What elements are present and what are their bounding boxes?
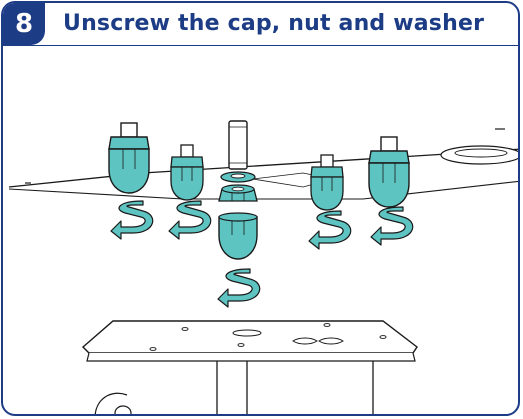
cap-nut-2 bbox=[171, 145, 203, 200]
header-divider bbox=[3, 45, 518, 46]
unscrew-arrow-3 bbox=[218, 269, 260, 307]
unscrew-arrow-1 bbox=[111, 201, 153, 239]
unscrew-arrow-2 bbox=[169, 201, 211, 239]
washer bbox=[221, 172, 255, 182]
assembly-illustration bbox=[3, 3, 520, 416]
cap-nut-4 bbox=[311, 155, 343, 210]
cap-nut-5 bbox=[369, 137, 409, 207]
unscrew-arrow-4 bbox=[309, 211, 351, 249]
step-number-badge: 8 bbox=[3, 3, 45, 45]
exposed-bolt bbox=[229, 121, 247, 169]
hex-nut bbox=[219, 185, 257, 201]
step-title: Unscrew the cap, nut and washer bbox=[63, 11, 484, 36]
lower-stand bbox=[83, 321, 417, 416]
upper-plate bbox=[9, 129, 520, 199]
cap-nut-1 bbox=[109, 123, 149, 193]
cap-nut-3 bbox=[219, 213, 257, 259]
unscrew-arrow-5 bbox=[371, 207, 413, 245]
